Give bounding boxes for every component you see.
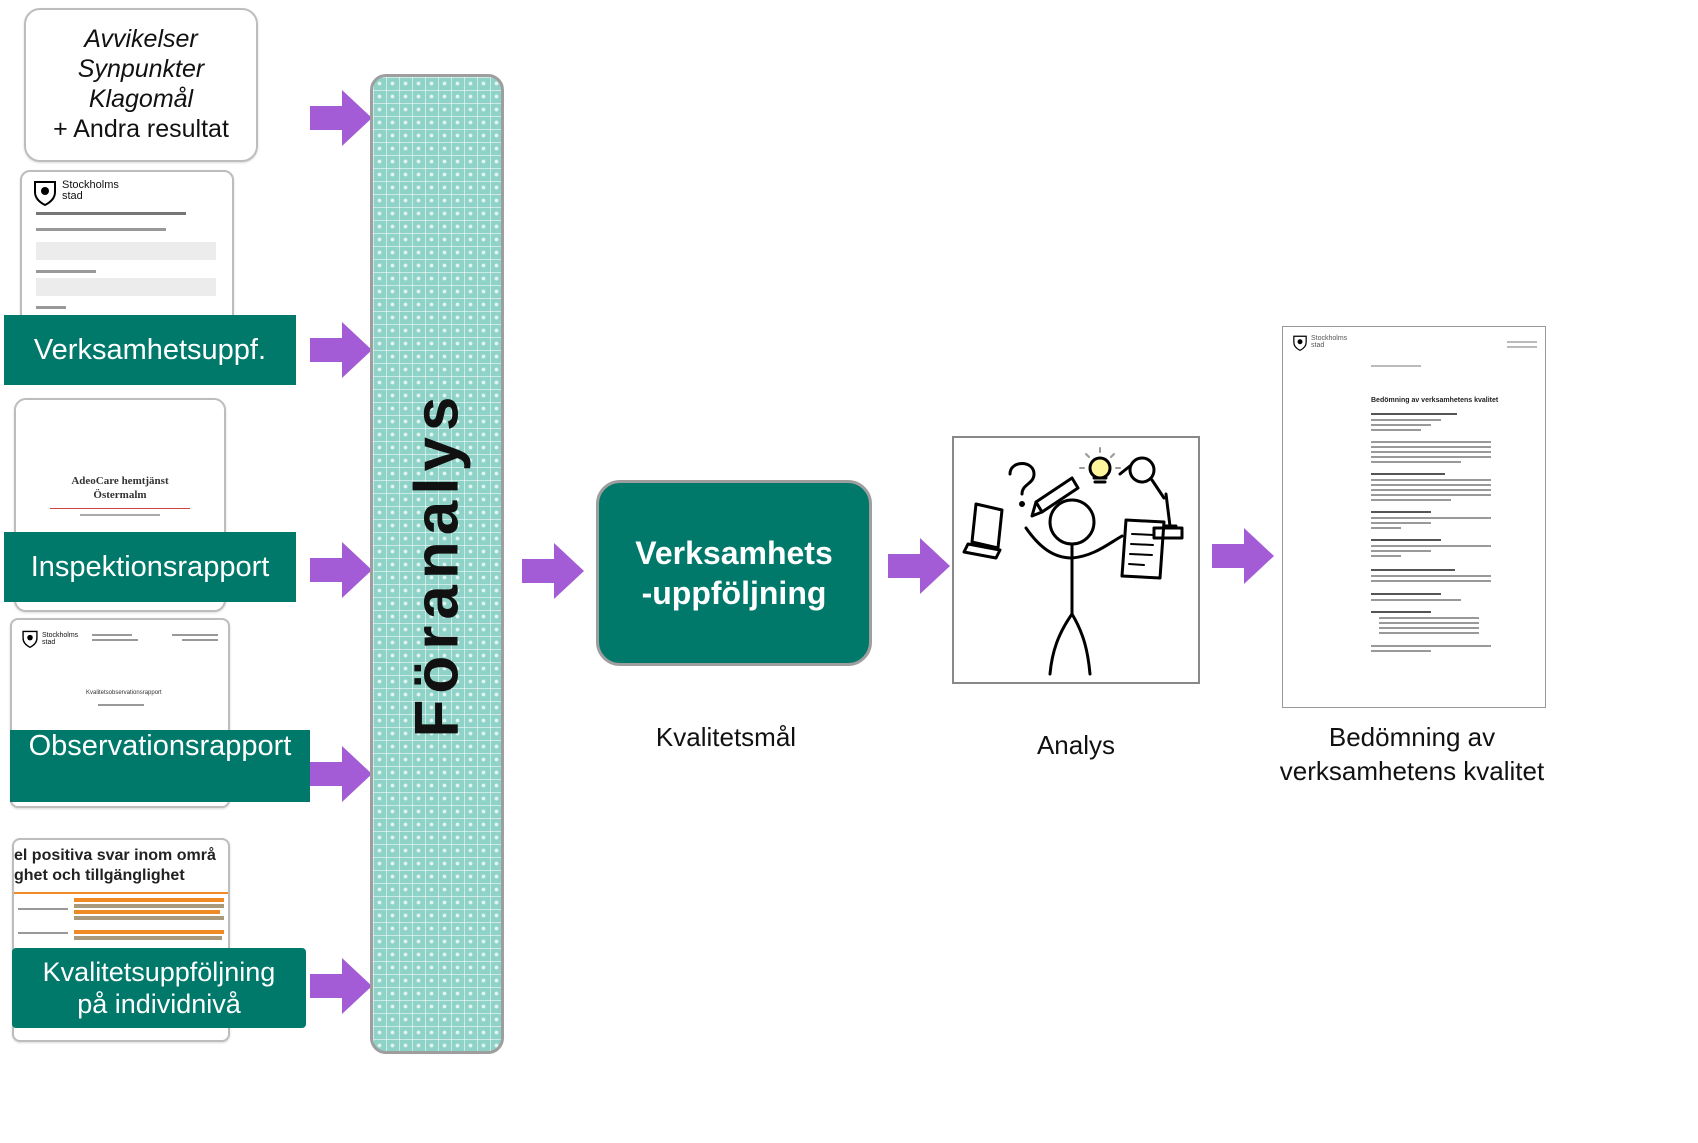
doc-verksamhetsuppf-thumbnail: Stockholms stad <box>20 170 234 324</box>
arrow-icon-input-3 <box>310 542 372 598</box>
assessment-logo-line1: Stockholms <box>1311 335 1348 342</box>
doc2-title-line1: AdeoCare hemtjänst <box>71 475 169 487</box>
arrow-icon-input-4 <box>310 746 372 802</box>
assessment-logo-line2: stad <box>1311 342 1325 349</box>
label-observationsrapport: Observationsrapport <box>10 730 310 802</box>
center-box-line2: -uppföljning <box>641 575 827 611</box>
arrow-icon-input-1 <box>310 90 372 146</box>
deviations-line-1: Avvikelser <box>84 25 198 53</box>
verksamhetsuppfoljning-box: Verksamhets -uppföljning <box>596 480 872 666</box>
deviations-line-3: Klagomål <box>88 85 194 113</box>
label-verksamhetsuppf: Verksamhetsuppf. <box>4 315 296 385</box>
doc3-center-title: Kvalitetsobservationsrapport <box>86 690 162 696</box>
deviations-line-2: Synpunkter <box>77 55 205 83</box>
doc3-logo-line1: Stockholms <box>42 632 79 639</box>
kvalitetsmal-caption: Kvalitetsmål <box>655 722 797 752</box>
assessment-caption-line1: Bedömning av <box>1328 722 1496 752</box>
doc3-logo-line2: stad <box>42 639 56 646</box>
doc1-logo-line2: stad <box>62 190 83 202</box>
arrow-icon-to-center <box>522 543 584 599</box>
label-kvalitetsuppfoljning: Kvalitetsuppföljning på individnivå <box>12 948 306 1028</box>
deviations-box: Avvikelser Synpunkter Klagomål + Andra r… <box>24 8 258 162</box>
assessment-document: Stockholms stad Bedömning av verksamhete… <box>1282 326 1546 708</box>
assessment-caption-line2: verksamhetens kvalitet <box>1279 756 1545 786</box>
label-kvalitetsuppfoljning-line1: Kvalitetsuppföljning <box>42 957 276 987</box>
deviations-line-4: + Andra resultat <box>53 115 229 143</box>
arrow-icon-to-assessment <box>1212 528 1274 584</box>
foranalys-label: Föranalys <box>402 390 472 738</box>
analysis-pictogram <box>952 436 1200 684</box>
foranalys-bar: Föranalys <box>370 74 504 1054</box>
arrow-icon-input-5 <box>310 958 372 1014</box>
stockholm-shield-icon-3 <box>1293 335 1307 351</box>
label-kvalitetsuppfoljning-line2: på individnivå <box>77 989 241 1019</box>
doc1-logo-line1: Stockholms <box>62 179 119 191</box>
stockholm-shield-icon-2 <box>22 630 38 648</box>
doc4-chart-title-line1: el positiva svar inom områ <box>14 847 216 864</box>
center-box-line1: Verksamhets <box>635 535 833 571</box>
arrow-icon-input-2 <box>310 322 372 378</box>
stockholm-shield-icon <box>34 181 56 206</box>
label-observationsrapport-text: Observationsrapport <box>28 730 292 762</box>
thinking-person-icon <box>962 447 1184 676</box>
label-inspektionsrapport: Inspektionsrapport <box>4 532 296 602</box>
doc2-title-line2: Östermalm <box>93 489 147 501</box>
analys-caption: Analys <box>1036 730 1116 760</box>
doc4-chart-title-line2: ghet och tillgänglighet <box>14 867 185 884</box>
assessment-doc-title: Bedömning av verksamhetens kvalitet <box>1371 397 1499 404</box>
arrow-icon-to-analysis <box>888 538 950 594</box>
